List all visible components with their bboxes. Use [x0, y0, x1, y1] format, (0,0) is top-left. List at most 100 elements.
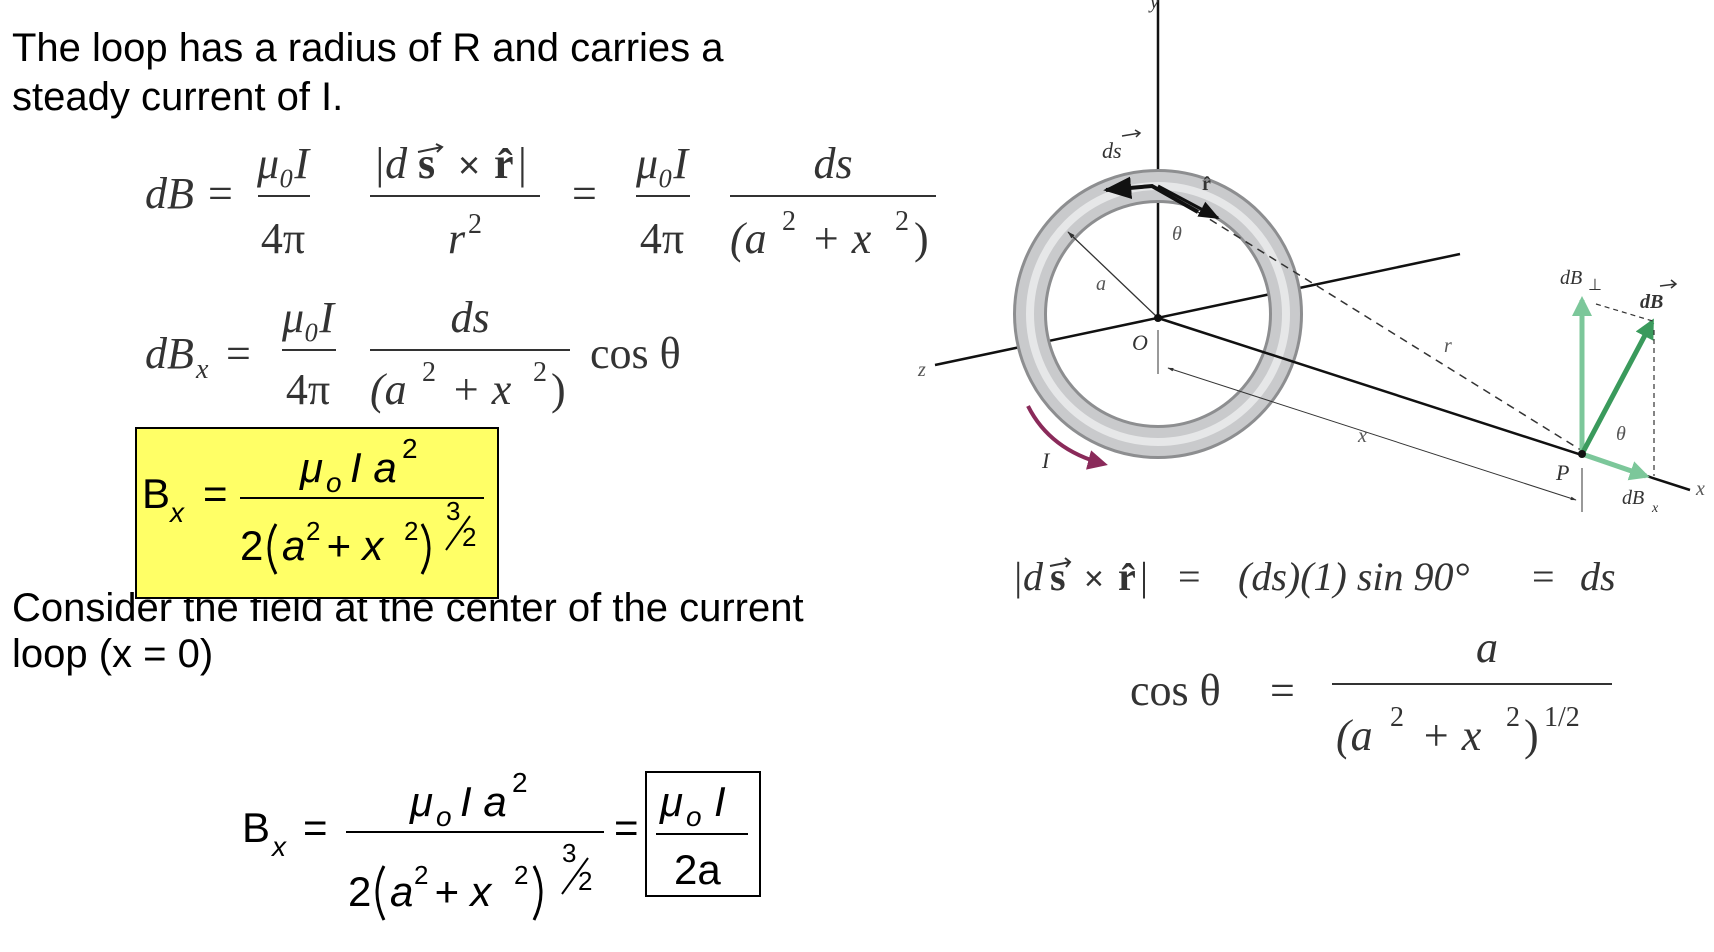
- eq2-f1-den: 4π: [286, 365, 330, 414]
- center-den-plus: + x: [434, 868, 493, 915]
- dbx-label: dB: [1622, 487, 1644, 509]
- boxed-den-a: a: [282, 522, 305, 569]
- center-lhs-sub: x: [270, 831, 287, 862]
- center-result-box: [645, 771, 761, 897]
- eq1-f2-den-exp: 2: [468, 209, 482, 240]
- center-den-a: a: [390, 868, 413, 915]
- theta-label-2: θ: [1616, 423, 1626, 445]
- eq1-f2-num-s: s: [418, 139, 435, 188]
- boxed-lhs-sub: x: [168, 497, 185, 528]
- rel2-den-exp: 1/2: [1544, 702, 1580, 733]
- r-label: r: [1444, 335, 1452, 357]
- rel2-num: a: [1476, 623, 1498, 672]
- center-res-sub: o: [686, 801, 702, 832]
- current-label: I: [1041, 448, 1051, 473]
- rel1-lhs-a: |d: [1012, 554, 1044, 599]
- boxed-exp-num: 3: [446, 496, 460, 526]
- ds-label-d: ds: [1102, 138, 1122, 163]
- boxed-num-exp: 2: [402, 433, 418, 464]
- eq2-f2-den-e2: 2: [533, 357, 547, 388]
- center-num-sub: o: [436, 801, 452, 832]
- y-axis-label: y: [1148, 0, 1159, 13]
- boxed-den-e2: 2: [404, 516, 418, 546]
- eq1-f1-num: μ₀I: [256, 139, 311, 188]
- boxed-num-i: I a: [350, 444, 397, 491]
- eq1-f4-den-a: (a: [730, 214, 767, 263]
- p-label: P: [1555, 460, 1569, 485]
- eq2-f2-den-e1: 2: [422, 357, 436, 388]
- eq1-f2-num-bar: |: [518, 139, 527, 188]
- center-res-den: 2a: [674, 846, 721, 893]
- highlight-box: [135, 427, 499, 599]
- eq2-f2-den-close: ): [551, 365, 566, 414]
- rel2-lhs: cos θ: [1130, 666, 1221, 715]
- eq1-f4-den-e2: 2: [895, 206, 909, 237]
- center-equals-2: =: [614, 804, 639, 851]
- origin-label: O: [1132, 330, 1148, 355]
- eq2-lhs: dB: [145, 329, 194, 378]
- intro-line-1: The loop has a radius of R and carries a: [12, 26, 724, 70]
- boxed-lhs: B: [142, 470, 170, 517]
- eq1-f3-den: 4π: [640, 214, 684, 263]
- rel1-equals-2: =: [1532, 554, 1555, 599]
- eq1-lhs: dB: [145, 169, 194, 218]
- eq2-lhs-sub: x: [195, 354, 209, 385]
- db-perp-label: dB: [1560, 267, 1582, 289]
- eq2-f2-den-plus: + x: [440, 365, 512, 414]
- boxed-lparen: [267, 523, 278, 575]
- eq1-f4-den-close: ): [914, 214, 929, 263]
- rel1-equals: =: [1178, 554, 1201, 599]
- eq1-f1-den: 4π: [261, 214, 305, 263]
- rel1-s: s: [1050, 554, 1066, 599]
- boxed-result: B x = μ o I a 2 2 a 2 + x 2 3 2: [135, 427, 499, 599]
- boxed-den-plus: + x: [326, 522, 385, 569]
- center-den-e1: 2: [414, 860, 428, 890]
- center-equation: B x = μ o I a 2 2 a 2 + x 2 3 2 = μ o I …: [242, 767, 761, 921]
- rel2-equals: =: [1270, 666, 1295, 715]
- eq1-vec-arrow: [417, 143, 444, 153]
- boxed-equals: =: [203, 470, 228, 517]
- rel2-den-plus: + x: [1410, 711, 1482, 760]
- boxed-den-e1: 2: [306, 516, 320, 546]
- center-num-i: I a: [460, 778, 507, 825]
- boxed-num-sub: o: [326, 467, 342, 498]
- rel1-vec-arrow: [1049, 557, 1072, 568]
- rel1-mid: (ds)(1) sin 90°: [1238, 554, 1470, 599]
- rel2-den-e1: 2: [1390, 702, 1404, 733]
- rel1-rhs: ds: [1580, 554, 1616, 599]
- ds-arrow: [1103, 176, 1199, 214]
- consider-line-2: loop (x = 0): [12, 632, 214, 676]
- eq1-f2-den: r: [448, 214, 466, 263]
- rel2-den-a: (a: [1336, 711, 1373, 760]
- eq2-f2-den-a: (a: [370, 365, 407, 414]
- eq2-tail: cos θ: [590, 329, 681, 378]
- eq2-f2-num: ds: [450, 293, 489, 342]
- boxed-exp-slash: [445, 515, 471, 551]
- eq1-equals: =: [208, 169, 233, 218]
- center-equals: =: [303, 804, 328, 851]
- eq1-f2-num-r: r̂: [494, 139, 514, 188]
- boxed-exp-den: 2: [462, 522, 476, 552]
- x-axis-label: x: [1695, 478, 1705, 500]
- rel1-r: r̂: [1118, 554, 1136, 599]
- x-dimension-line: [1167, 367, 1577, 501]
- x-dimension-label: x: [1357, 425, 1367, 447]
- radius-line: [1067, 231, 1157, 317]
- eq1-f4-den-plus: + x: [800, 214, 872, 263]
- rel2-den-e2: 2: [1506, 702, 1520, 733]
- rhat-label: r̂: [1202, 173, 1211, 195]
- center-num-mu: μ: [409, 778, 433, 825]
- center-lhs: B: [242, 804, 270, 851]
- eq1-f3-num: μ₀I: [635, 139, 690, 188]
- center-den-e2: 2: [514, 860, 528, 890]
- theta-label-1: θ: [1172, 223, 1182, 245]
- relation-cross-product: |d s × r̂ | = (ds)(1) sin 90° = ds: [1012, 554, 1616, 599]
- eq1-f2-num-x: ×: [458, 145, 480, 187]
- rel1-bar: |: [1140, 554, 1148, 599]
- dbx-arrow: [1581, 451, 1650, 481]
- equation-db: dB = μ₀I 4π |d s × r̂ | r 2 = μ₀I 4π ds …: [145, 139, 936, 263]
- center-res-mu: μ: [659, 778, 683, 825]
- eq2-f1-num: μ₀I: [281, 293, 336, 342]
- eq2-equals: =: [226, 329, 251, 378]
